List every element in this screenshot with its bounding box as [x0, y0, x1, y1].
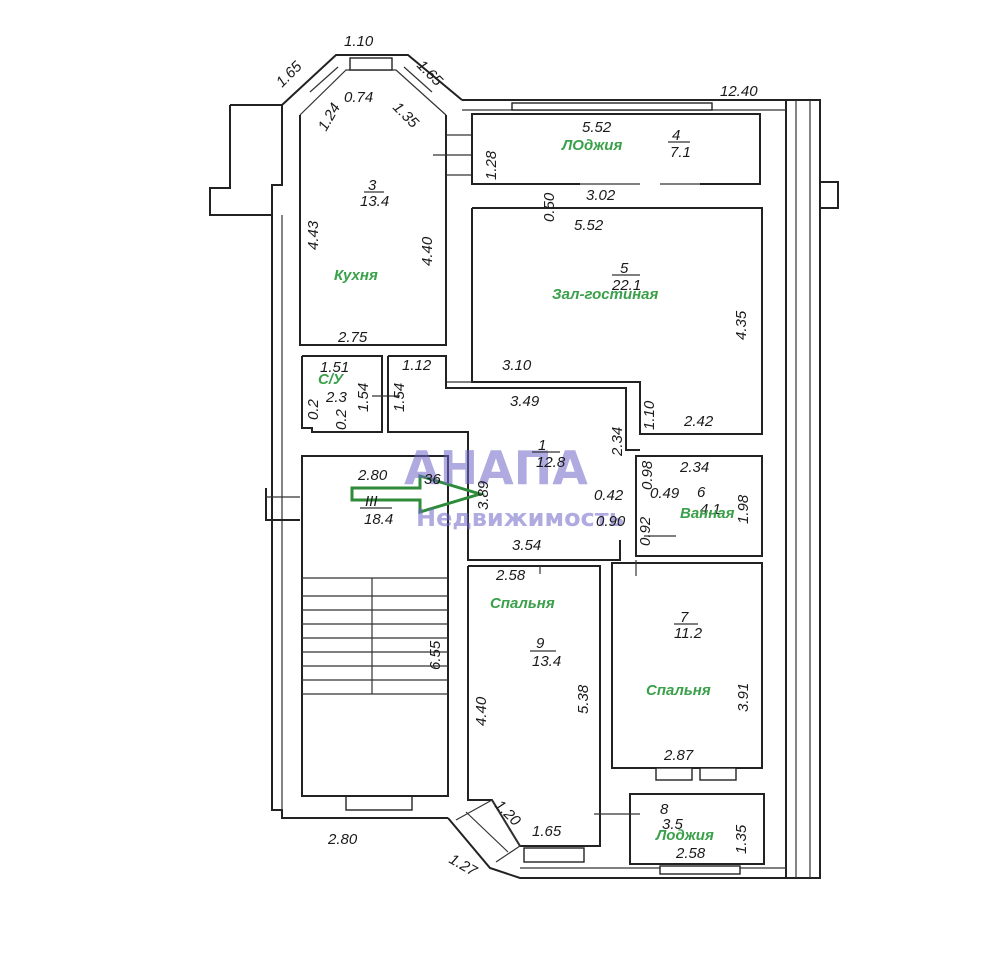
room-4-area: 7.1: [670, 144, 691, 161]
room-4-label: ЛОджия: [561, 137, 622, 154]
room-8-number: 8: [660, 801, 669, 818]
room-9-label: Спальня: [490, 595, 555, 612]
room-7-area: 11.2: [674, 625, 703, 642]
dim-0-74: 0.74: [344, 89, 373, 106]
dim-0-90: 0.90: [596, 513, 626, 530]
room-3-label: Кухня: [334, 267, 378, 284]
dim-3-91: 3.91: [735, 683, 752, 712]
outer-walls: [209, 99, 839, 879]
dim-3-02: 3.02: [586, 187, 616, 204]
dim-1-65-left: 1.65: [273, 58, 306, 91]
dim-2-80-bottom: 2.80: [327, 831, 358, 848]
dim-0-42: 0.42: [594, 487, 624, 504]
dim-2-58-bedroom: 2.58: [495, 567, 526, 584]
dim-4-40-bedroom: 4.40: [473, 696, 490, 726]
hall-walls: [388, 355, 640, 451]
dim-4-40-kitchen: 4.40: [419, 236, 436, 266]
dim-1-54-wc: 1.54: [355, 383, 372, 412]
dim-1-54-hall: 1.54: [391, 383, 408, 412]
bedroom-7-walls: [611, 562, 763, 769]
stair-number: III: [365, 493, 378, 510]
dim-3-10: 3.10: [502, 357, 532, 374]
bedroom-9-walls: [455, 565, 601, 863]
dim-6-55: 6.55: [427, 640, 444, 670]
dim-1-20: 1.20: [491, 797, 524, 830]
room-7-label: Спальня: [646, 682, 711, 699]
dim-0-98: 0.98: [639, 460, 656, 490]
room-2-label: С/У: [318, 371, 345, 388]
dim-5-38: 5.38: [575, 684, 592, 714]
kitchen-bay-window: [281, 54, 463, 116]
dim-1-10-living: 1.10: [641, 400, 658, 430]
dim-2-42: 2.42: [683, 413, 714, 430]
dim-1-35-top: 1.35: [389, 99, 422, 132]
dim-1-24: 1.24: [315, 100, 344, 134]
room-5-area: 22.1: [611, 277, 641, 294]
room-4-number: 4: [672, 127, 680, 144]
room-5-number: 5: [620, 260, 629, 277]
dim-2-80-stair: 2.80: [357, 467, 388, 484]
loggia-8-walls: [629, 793, 765, 865]
stair-hall: [301, 455, 449, 797]
room-9-area: 13.4: [532, 653, 561, 670]
dim-1-28: 1.28: [483, 150, 500, 180]
dim-2-34-hall: 2.34: [609, 427, 626, 457]
room-1-number: 1: [538, 437, 546, 454]
room-3-number: 3: [368, 177, 377, 194]
dim-3-54: 3.54: [512, 537, 541, 554]
room-7-number: 7: [680, 609, 689, 626]
dim-1-27: 1.27: [446, 851, 480, 881]
wc-walls: [301, 355, 383, 433]
dim-0-50: 0.50: [541, 192, 558, 222]
watermark-subtitle: Недвижимость: [416, 504, 624, 532]
dim-2-34-bath: 2.34: [679, 459, 709, 476]
dim-0-2-b: 0.2: [333, 408, 350, 430]
dim-0-92: 0.92: [637, 516, 654, 546]
dim-3-89: 3.89: [475, 480, 492, 510]
dim-4-43: 4.43: [305, 220, 322, 250]
dim-12-40: 12.40: [720, 83, 758, 100]
dim-2-58-loggia: 2.58: [675, 845, 706, 862]
entrance-arrow: [350, 473, 486, 515]
dim-5-52-top: 5.52: [582, 119, 612, 136]
dim-2-87: 2.87: [663, 747, 694, 764]
bath-walls: [635, 455, 763, 557]
room-5-label: Зал-гостиная: [552, 286, 659, 303]
kitchen-walls: [299, 115, 447, 346]
dim-4-35: 4.35: [733, 310, 750, 340]
room-8-label: Лоджия: [655, 827, 714, 844]
dim-2-75: 2.75: [337, 329, 368, 346]
dim-1-10: 1.10: [344, 33, 374, 50]
dim-1-65-right: 1.65: [413, 57, 446, 90]
watermark-title: АНАПА: [404, 441, 588, 495]
dim-1-65-bedroom: 1.65: [532, 823, 562, 840]
dim-0-2-a: 0.2: [305, 398, 322, 420]
dim-1-12: 1.12: [402, 357, 432, 374]
dim-5-52-living: 5.52: [574, 217, 604, 234]
dim-36: 36: [424, 471, 441, 488]
room-2-area: 2.3: [325, 389, 348, 406]
room-6-number: 6: [697, 484, 706, 501]
room-6-area: 4.1: [700, 501, 721, 518]
room-3-area: 13.4: [360, 193, 389, 210]
dim-0-49: 0.49: [650, 485, 680, 502]
room-9-number: 9: [536, 635, 545, 652]
dim-1-51: 1.51: [320, 359, 349, 376]
dimensions: 1.10 1.65 1.65 12.40 1.24 0.74 1.35 5.52…: [273, 33, 758, 880]
dim-1-35-loggia: 1.35: [733, 824, 750, 854]
dim-3-49: 3.49: [510, 393, 540, 410]
dim-1-98: 1.98: [735, 494, 752, 524]
room-6-label: Ванная: [680, 505, 735, 522]
room-8-area: 3.5: [662, 816, 684, 833]
room-1-area: 12.8: [536, 454, 566, 471]
stair-area: 18.4: [364, 511, 393, 528]
